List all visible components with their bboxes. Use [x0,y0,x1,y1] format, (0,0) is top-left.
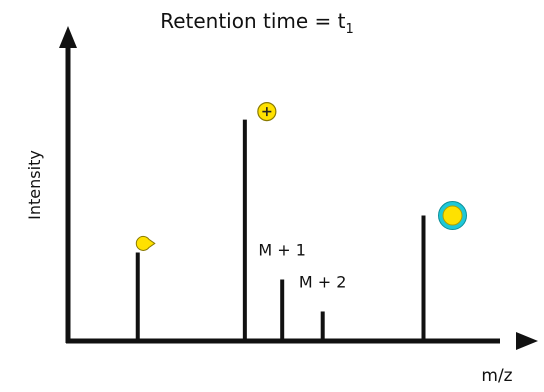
y-axis-label: Intensity [25,150,44,220]
chart-title-main: Retention time = t [160,9,345,33]
pacman-fragment-icon [135,235,156,251]
x-axis-label: m/z [481,366,512,386]
y-axis-arrow [59,26,77,48]
chart-title-subscript: 1 [346,22,354,37]
x-axis-arrow [516,332,538,350]
peak-annotation: M + 2 [299,272,347,291]
neutral-molecule-icon [438,201,467,231]
molecule-core [442,205,463,226]
positive-ion-icon [257,101,277,122]
chart-title: Retention time = t1 [160,9,354,37]
peak-annotation: M + 1 [258,241,306,260]
axes [59,26,538,350]
peak-series: M + 1 M + 2 [135,101,467,341]
